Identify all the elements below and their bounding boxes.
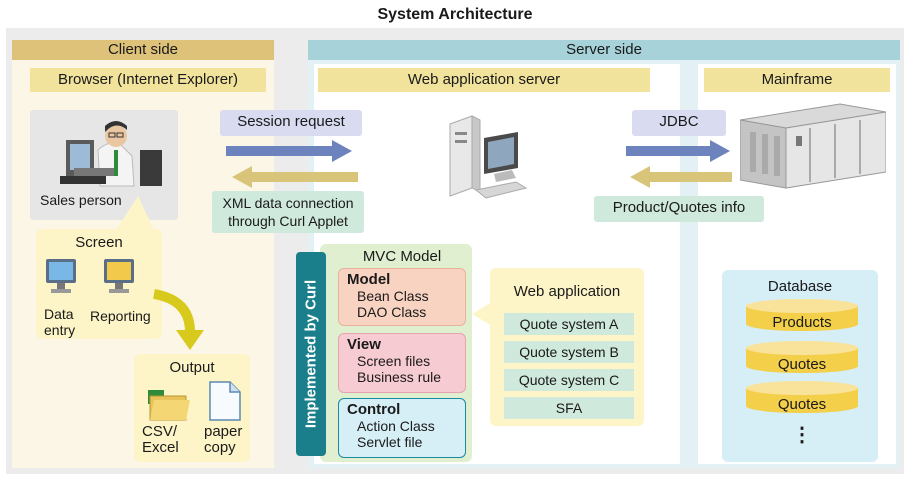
- web-server-computer-icon: [449, 115, 528, 199]
- web-server-header: Web application server: [318, 68, 650, 92]
- products-cylinder: [746, 299, 858, 331]
- more-items-ellipsis: ⋮: [792, 424, 812, 446]
- model-line-1: Bean Class: [357, 288, 429, 304]
- view-line-2: Business rule: [357, 369, 442, 385]
- mvc-control-layer: Control Action Class Servlet file: [338, 398, 466, 458]
- jdbc-label: JDBC: [632, 110, 726, 136]
- screen-callout-pointer: [116, 196, 154, 230]
- quotes-cylinder-1: [746, 341, 858, 373]
- web-application-title: Web application: [513, 283, 621, 300]
- webapp-callout-pointer: [472, 302, 492, 326]
- output-label: Output: [169, 359, 215, 376]
- jdbc-response-arrow: [630, 166, 732, 188]
- products-label: Products: [772, 314, 832, 331]
- quote-system-c: Quote system C: [504, 369, 634, 391]
- session-arrows: [226, 140, 358, 188]
- model-line-2: DAO Class: [357, 304, 427, 320]
- model-title: Model: [347, 271, 391, 288]
- reporting-label: Reporting: [90, 308, 151, 324]
- screen-label: Screen: [75, 234, 123, 251]
- reporting-monitor-icon: [104, 259, 134, 293]
- screen-to-output-arrow: [152, 289, 204, 350]
- csv-excel-label: CSV/ Excel: [142, 423, 179, 456]
- response-arrow: [232, 166, 358, 188]
- control-line-2: Servlet file: [357, 434, 423, 450]
- mainframe-icon: [740, 103, 886, 189]
- sfa: SFA: [504, 397, 634, 419]
- sales-person-label: Sales person: [40, 192, 122, 208]
- paper-copy-label: paper copy: [204, 423, 243, 456]
- quotes-cylinder-2: [746, 381, 858, 413]
- jdbc-request-arrow: [626, 140, 730, 162]
- product-quotes-label: Product/Quotes info: [594, 196, 764, 222]
- control-title: Control: [347, 401, 401, 418]
- quotes-label-1: Quotes: [777, 356, 827, 373]
- view-line-1: Screen files: [357, 353, 431, 369]
- jdbc-arrows: [626, 140, 732, 188]
- mvc-model-layer: Model Bean Class DAO Class: [338, 268, 466, 326]
- diagram-title: System Architecture: [377, 6, 533, 23]
- quote-system-a: Quote system A: [504, 313, 634, 335]
- server-side-header: Server side: [308, 40, 900, 60]
- session-request-label: Session request: [220, 110, 362, 136]
- paper-copy-icon: [209, 381, 241, 421]
- data-entry-label: Data entry: [44, 306, 76, 338]
- sales-person-icon: [60, 121, 162, 187]
- data-entry-monitor-icon: [46, 259, 76, 293]
- mvc-view-layer: View Screen files Business rule: [338, 333, 466, 393]
- view-title: View: [347, 336, 381, 353]
- implemented-by-curl-band: Implemented by Curl: [296, 252, 326, 456]
- csv-folder-icon: [148, 390, 190, 421]
- database-title: Database: [767, 278, 833, 295]
- implemented-by-curl-label: Implemented by Curl: [302, 279, 320, 429]
- request-arrow: [226, 140, 352, 162]
- mainframe-header: Mainframe: [704, 68, 890, 92]
- client-side-header: Client side: [12, 40, 274, 60]
- control-line-1: Action Class: [357, 418, 435, 434]
- mvc-model-title: MVC Model: [362, 248, 442, 265]
- xml-connection-label: XML data connection through Curl Applet: [212, 191, 364, 233]
- browser-header: Browser (Internet Explorer): [30, 68, 266, 92]
- quotes-label-2: Quotes: [777, 396, 827, 413]
- quote-system-b: Quote system B: [504, 341, 634, 363]
